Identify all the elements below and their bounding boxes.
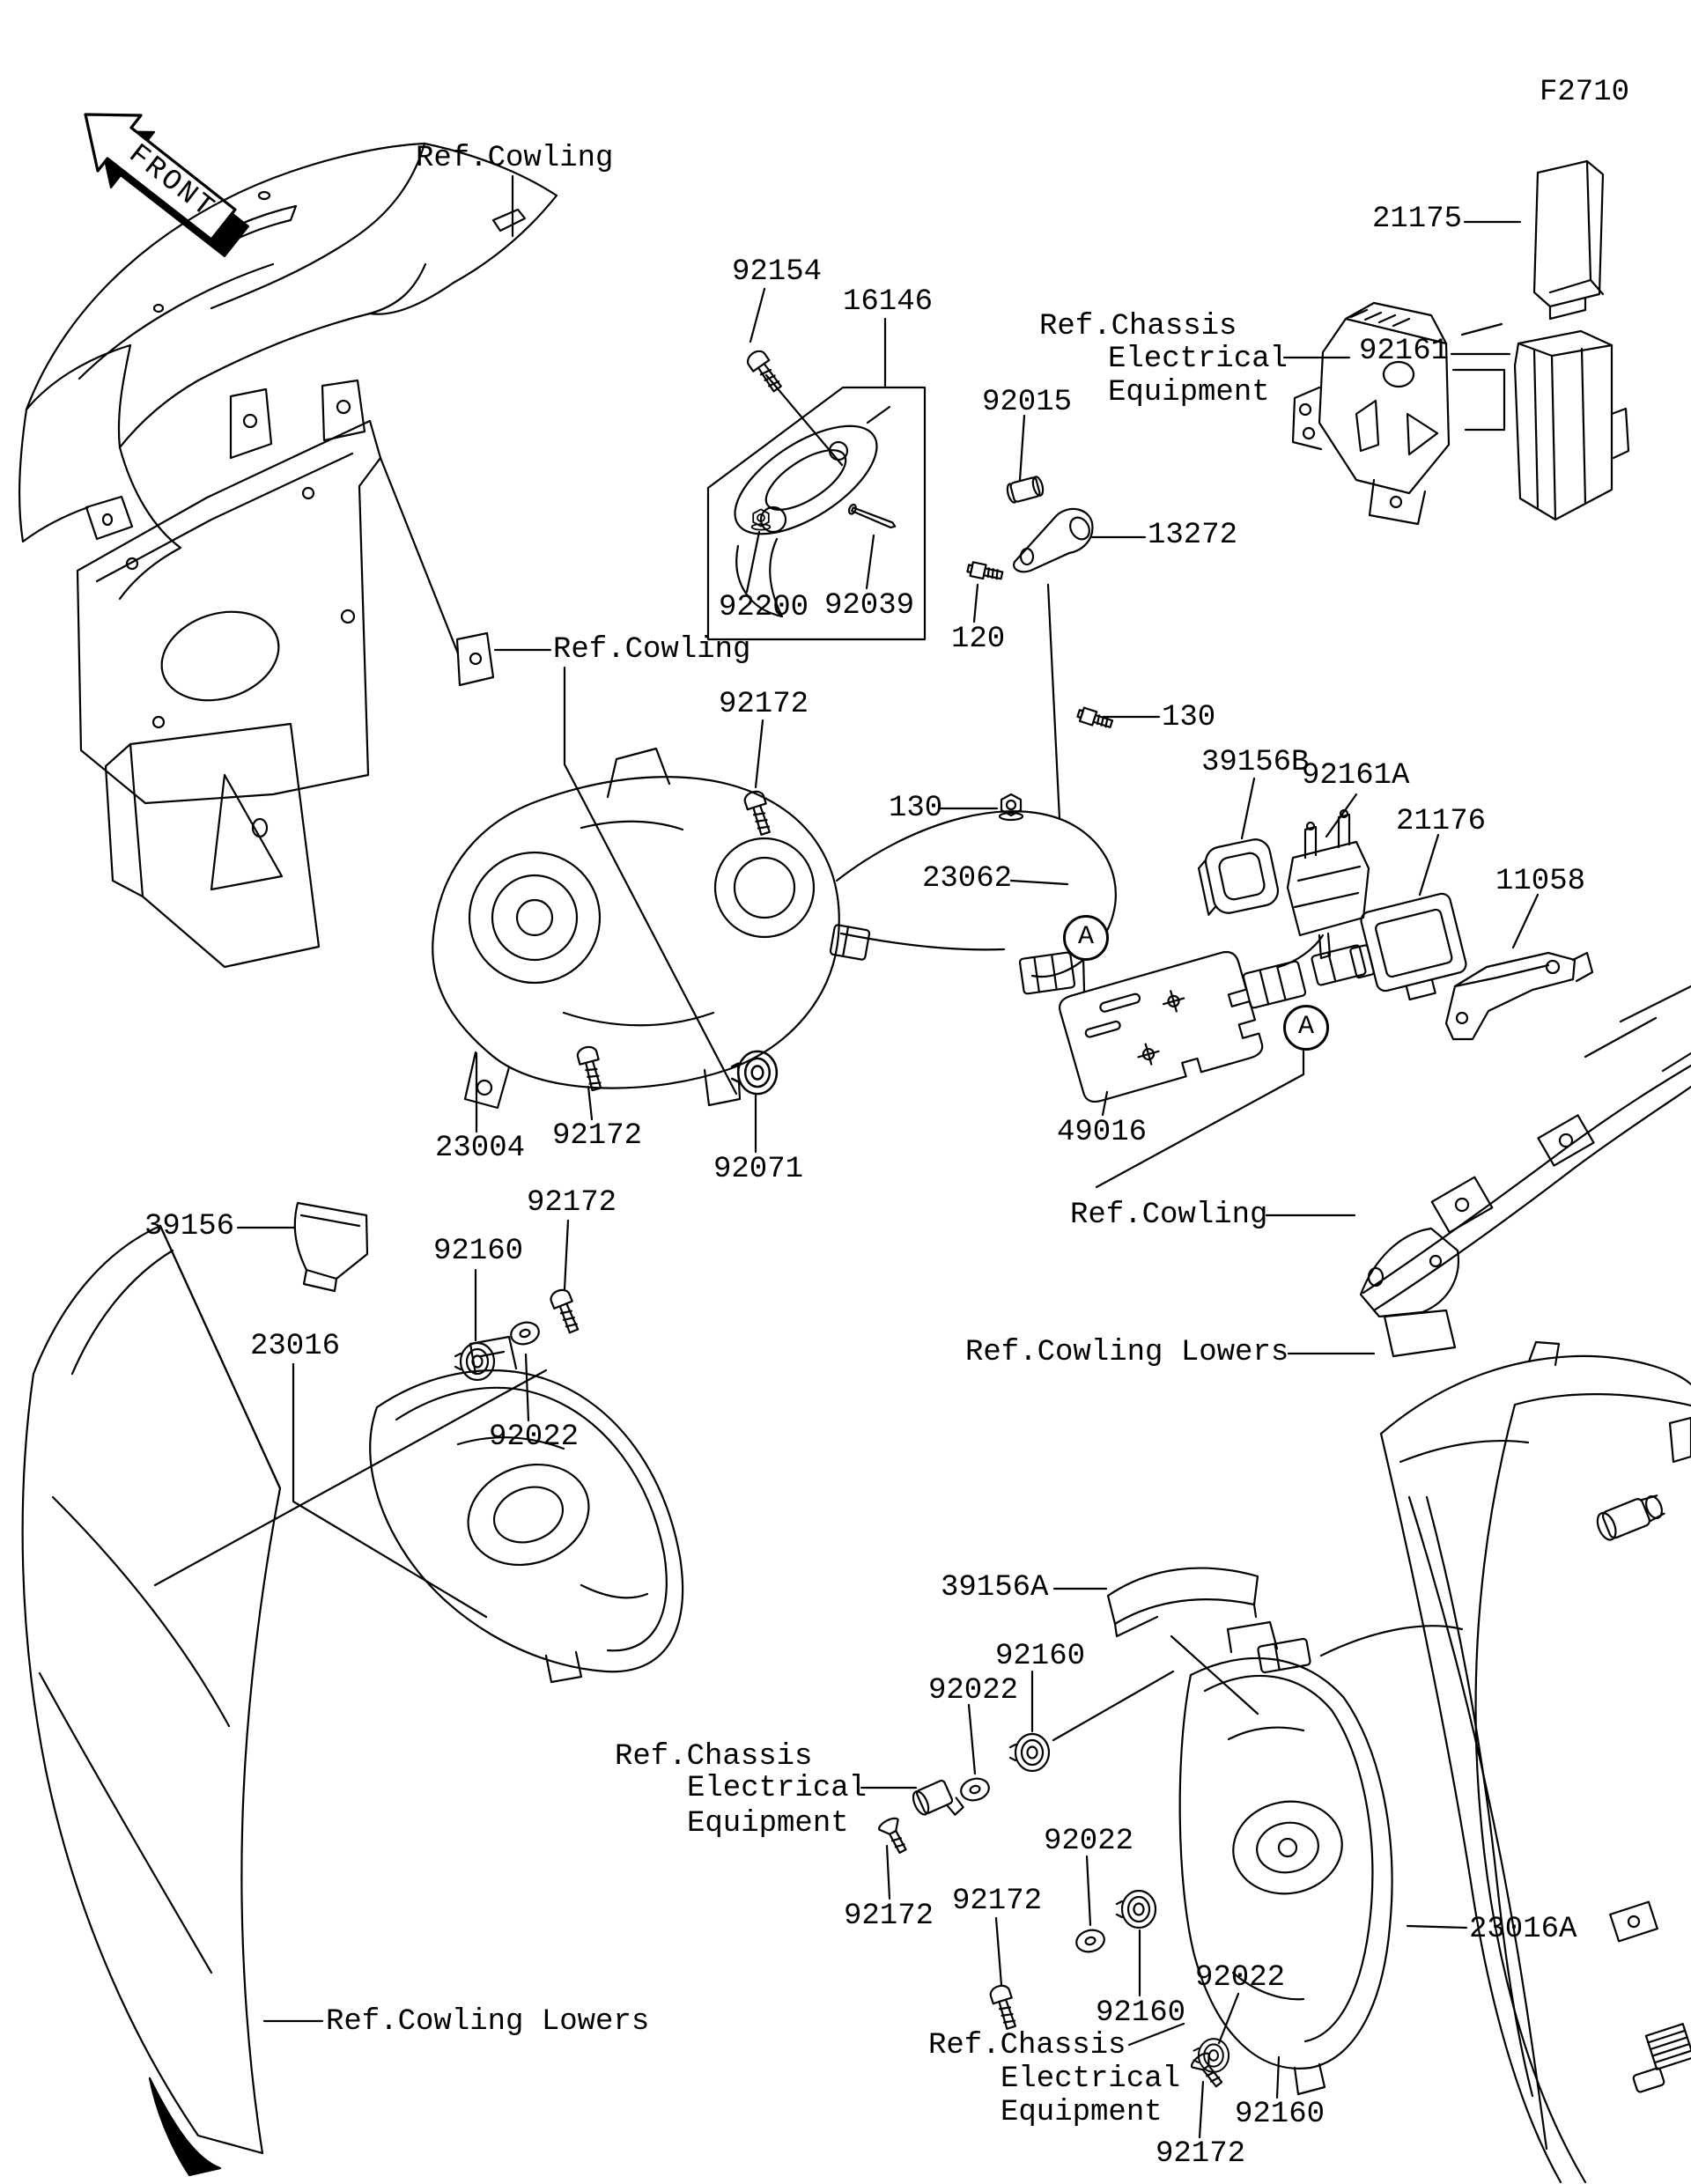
- part-label-p92200: 92200: [719, 591, 809, 624]
- part-label-ref-cowling-lowers-l: Ref.Cowling Lowers: [326, 2005, 650, 2039]
- grommet-92160-b-icon: [1115, 1889, 1157, 1929]
- part-label-ref-chassis-l-1: Ref.Chassis: [615, 1740, 813, 1774]
- screw-92154-icon: [743, 346, 786, 395]
- part-label-ref-chassis-l-2: Electrical: [687, 1772, 868, 1805]
- controller-21176-art: [1349, 892, 1467, 1001]
- part-label-p130-l: 130: [889, 792, 943, 825]
- part-label-p21175: 21175: [1372, 203, 1463, 236]
- part-label-p92154: 92154: [732, 255, 823, 289]
- part-label-ref-chassis-tr-2: Electrical: [1108, 343, 1289, 376]
- part-label-p92015: 92015: [982, 386, 1073, 419]
- part-label-p39156: 39156: [144, 1210, 235, 1243]
- damper-92015-icon: [1004, 475, 1046, 505]
- right-lower-cowling-art: [1257, 1340, 1691, 2184]
- plate-49016-art: [1059, 950, 1264, 1103]
- part-label-p92172-mid: 92172: [952, 1885, 1043, 1918]
- part-label-p49016: 49016: [1057, 1116, 1148, 1149]
- upper-cowling-art: [18, 142, 558, 601]
- part-label-f2710: F2710: [1540, 76, 1630, 109]
- nut-130l-icon: [998, 793, 1024, 822]
- part-label-p92160-mid: 92160: [1096, 1996, 1186, 2030]
- part-label-ref-cowling-lowers-r: Ref.Cowling Lowers: [965, 1336, 1289, 1369]
- detail-marker-a-2: A: [1283, 1005, 1329, 1051]
- grommet-39156B-art: [1197, 838, 1280, 916]
- part-label-p92160-b: 92160: [1235, 2098, 1325, 2131]
- part-label-p92022-r: 92022: [1195, 1961, 1286, 1995]
- part-label-p92172-bot: 92172: [1156, 2137, 1246, 2171]
- part-label-ref-chassis-b-3: Equipment: [1001, 2096, 1163, 2129]
- part-label-p92172-c: 92172: [527, 1186, 617, 1220]
- lamp-23016A-art: [1178, 1620, 1393, 2096]
- position-lamp-16146-art: [706, 386, 927, 641]
- part-label-p120: 120: [951, 623, 1006, 656]
- flasher-relay-art: [912, 1779, 964, 1816]
- bolt-120-icon: [965, 560, 1005, 584]
- headlamp-body-23004-art: [432, 747, 1117, 1110]
- part-label-ref-chassis-tr-3: Equipment: [1108, 376, 1270, 410]
- screw-92172a-icon: [742, 788, 776, 837]
- part-label-ref-cowling-mid: Ref.Cowling: [553, 633, 751, 667]
- part-label-p39156b: 39156B: [1201, 746, 1310, 779]
- ecu-21175-art: [1532, 159, 1605, 321]
- grommet-92160-a-icon: [1008, 1732, 1051, 1773]
- part-label-p23016a: 23016A: [1469, 1913, 1577, 1946]
- part-label-p39156a: 39156A: [941, 1571, 1049, 1605]
- screw-92172-mid-icon: [987, 1982, 1022, 2032]
- frame-rail-art: [1359, 985, 1691, 1358]
- grommet-92160-left-icon: [454, 1341, 496, 1382]
- chassis-electrical-bracket-art: [1291, 301, 1506, 526]
- washer-92022-top-icon: [957, 1774, 993, 1804]
- part-label-p11058: 11058: [1495, 865, 1586, 898]
- washer-92022-left-icon: [507, 1318, 543, 1348]
- part-label-ref-cowling-right: Ref.Cowling: [1070, 1199, 1268, 1232]
- left-lower-cowling-art: [21, 1224, 548, 2177]
- part-label-p23016: 23016: [250, 1330, 341, 1363]
- part-label-p16146: 16146: [843, 285, 934, 319]
- part-label-p92022-mid: 92022: [1044, 1825, 1134, 1858]
- part-label-p92172-a: 92172: [719, 688, 809, 721]
- bolt-130r-icon: [1075, 705, 1115, 732]
- cover-39156-art: [293, 1201, 369, 1293]
- part-label-p13272: 13272: [1148, 519, 1238, 552]
- ecu-case-92161-art: [1513, 329, 1630, 521]
- part-label-p92022-top: 92022: [928, 1674, 1019, 1708]
- detail-marker-a-1: A: [1063, 915, 1109, 961]
- screw-92172b-icon: [574, 1044, 608, 1093]
- part-label-ref-chassis-tr-1: Ref.Chassis: [1039, 310, 1237, 343]
- part-label-p92039: 92039: [824, 589, 915, 623]
- pin-92039-icon: [846, 502, 898, 532]
- cover-39156A-art: [1106, 1567, 1259, 1638]
- part-label-p21176: 21176: [1396, 805, 1487, 838]
- part-label-p92022-l: 92022: [489, 1420, 580, 1454]
- part-label-p92161a: 92161A: [1302, 759, 1410, 793]
- part-label-p92172-left: 92172: [844, 1900, 934, 1933]
- screw-92172-left-icon: [875, 1814, 913, 1857]
- part-label-p92172-b: 92172: [552, 1119, 643, 1153]
- part-label-ref-cowling-top: Ref.Cowling: [416, 142, 614, 175]
- part-label-ref-chassis-l-3: Equipment: [687, 1807, 849, 1841]
- screw-92172c-icon: [547, 1286, 584, 1336]
- bracket-11058-art: [1444, 951, 1594, 1041]
- inner-cowling-panel-art: [76, 379, 495, 969]
- part-label-p92071: 92071: [713, 1153, 804, 1186]
- connectors-art: [1242, 933, 1367, 1009]
- part-label-p92160-um: 92160: [995, 1640, 1086, 1673]
- part-label-p92160-l: 92160: [433, 1235, 524, 1268]
- grommet-92160-c-icon: [1193, 2038, 1230, 2073]
- leader-lines: [236, 174, 1540, 2139]
- coil-92161A-art: [1286, 808, 1370, 960]
- bracket-13272-art: [1013, 507, 1094, 821]
- lamp-23016-art: [369, 1335, 684, 1684]
- part-label-p130-r: 130: [1162, 701, 1216, 734]
- part-label-p23004: 23004: [435, 1132, 526, 1165]
- part-label-p92161: 92161: [1359, 335, 1450, 368]
- washer-92022-mid-icon: [1073, 1926, 1108, 1956]
- part-label-ref-chassis-b-2: Electrical: [1001, 2062, 1181, 2096]
- part-label-ref-chassis-b-1: Ref.Chassis: [928, 2029, 1126, 2062]
- part-label-p23062: 23062: [922, 862, 1013, 896]
